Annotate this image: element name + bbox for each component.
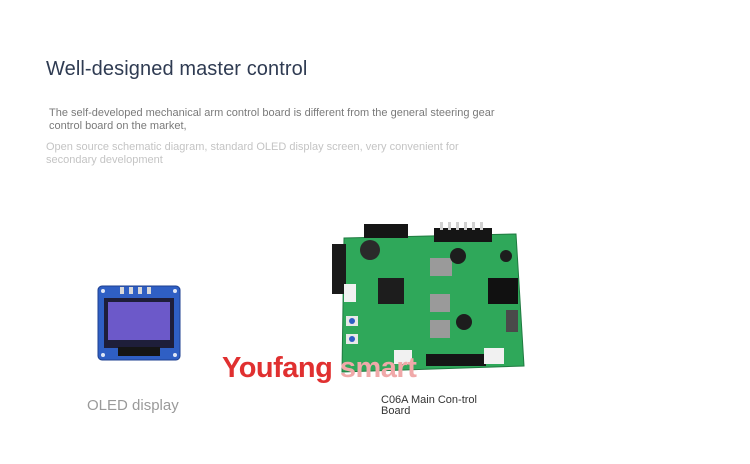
description-secondary: Open source schematic diagram, standard … bbox=[46, 141, 459, 166]
page-title: Well-designed master control bbox=[46, 58, 308, 80]
watermark-text-strong: Youfang bbox=[222, 352, 340, 384]
description-primary: The self-developed mechanical arm contro… bbox=[49, 107, 495, 132]
watermark-text-faded: smart bbox=[339, 352, 417, 384]
oled-display-image bbox=[96, 284, 182, 369]
caption-board: C06A Main Con-trol Board bbox=[381, 394, 477, 417]
control-board-image bbox=[330, 222, 530, 395]
watermark-logo: Youfang smart bbox=[222, 352, 417, 385]
caption-oled: OLED display bbox=[87, 397, 179, 414]
